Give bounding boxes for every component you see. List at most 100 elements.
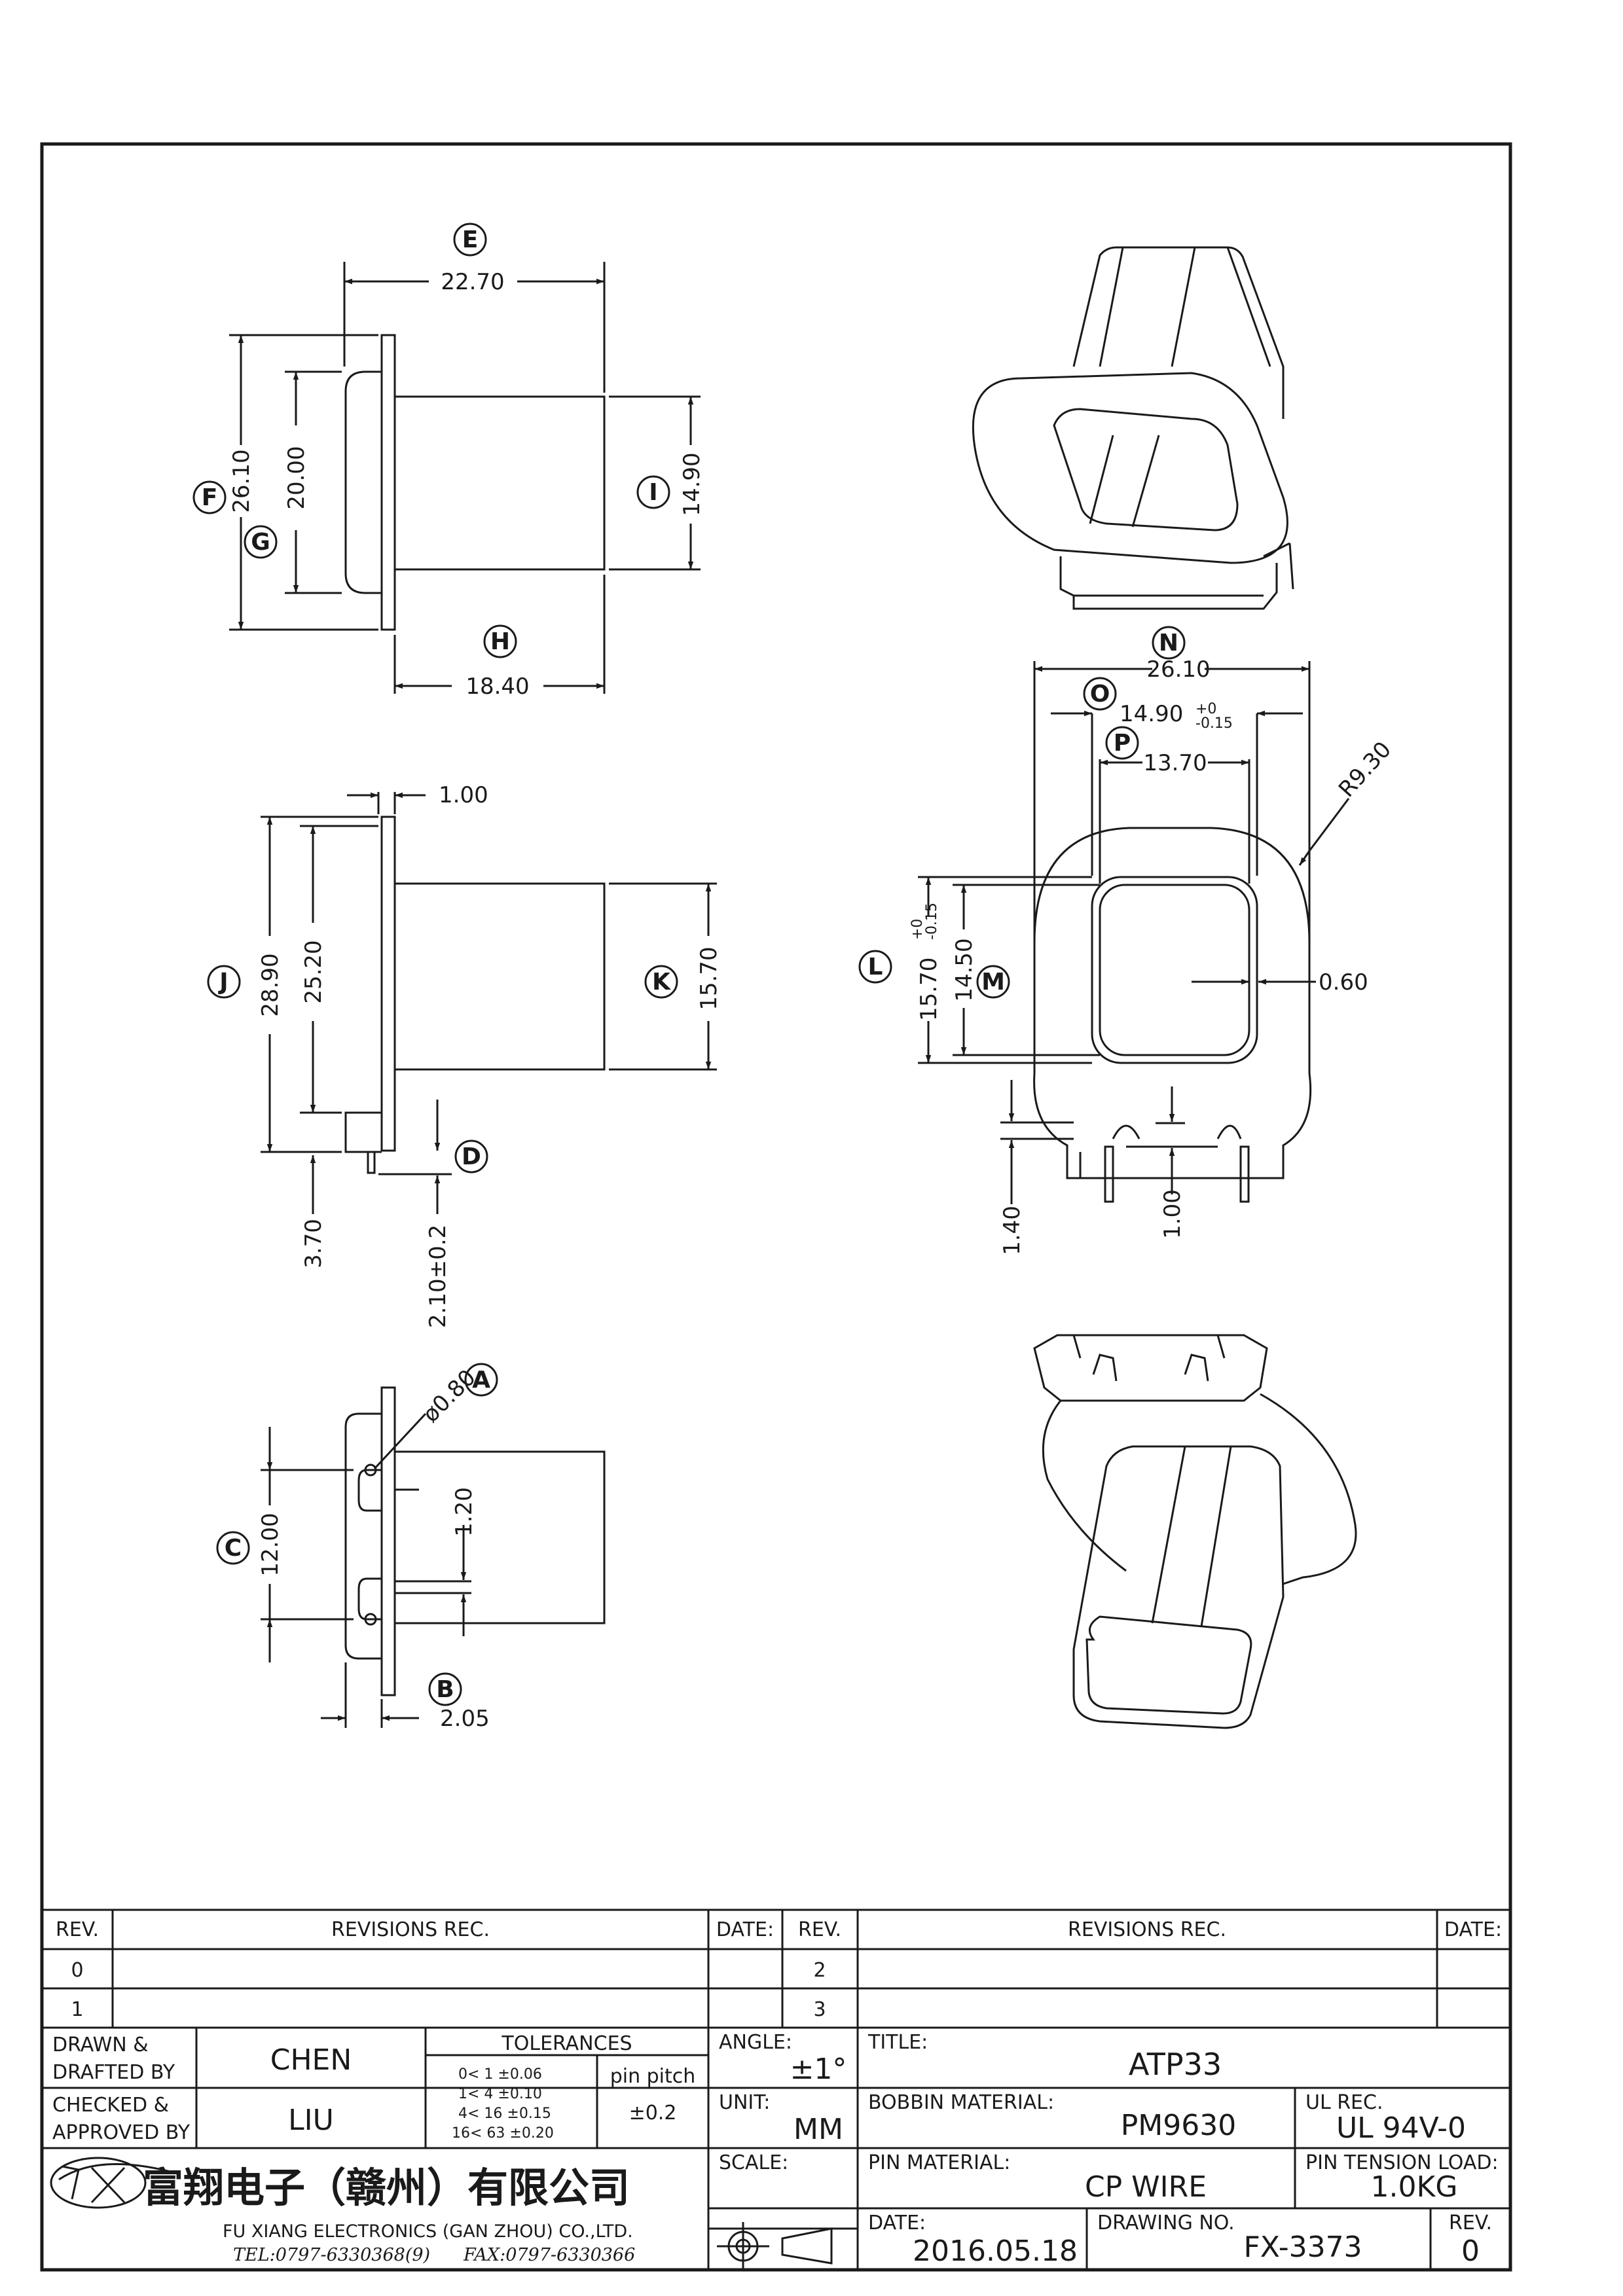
dim-wall: 0.60 [1319,969,1368,996]
pin-tension-value: 1.0KG [1371,2170,1458,2204]
tolerance-row-4: 16< 63 ±0.20 [452,2125,554,2142]
projection-symbol [717,2222,833,2270]
dim-o-tol-minus: -0.15 [1195,715,1233,732]
title-block-grid [42,1909,1510,2270]
callout-p: P [1114,730,1131,757]
dim-j-inner: 25.20 [301,940,327,1003]
pin-tension-label: PIN TENSION LOAD: [1305,2151,1499,2174]
front-view [918,661,1350,1204]
date-value: 2016.05.18 [913,2234,1078,2268]
rev-row-2: 2 [813,1959,826,1982]
dim-o: 14.90 [1120,701,1183,727]
callout-f: F [202,484,218,511]
dim-l: 15.70 [916,958,942,1021]
title-value: ATP33 [1129,2047,1222,2082]
callout-k: K [652,969,671,996]
date-header-left: DATE: [716,1918,774,1941]
dim-f: 26.10 [228,449,255,512]
drawn-label-1: DRAWN & [52,2034,149,2056]
callout-letters: E F G I H J K D A B C N O P L M [202,226,1178,1703]
callout-a: A [472,1367,490,1393]
revisions-header-left: REVISIONS REC. [331,1918,490,1941]
dim-n: 26.10 [1146,656,1210,683]
company-fax: FAX:0797-6330366 [463,2245,635,2265]
callout-g: G [251,529,270,556]
checked-label-2: APPROVED BY [52,2121,191,2144]
dim-h: 18.40 [465,673,529,700]
side-view-middle [261,792,717,1214]
sheet-border [40,142,1512,2272]
rev-row-3: 3 [813,1998,826,2021]
dim-l-tol-minus: -0.15 [924,903,940,940]
tolerance-row-3: 4< 16 ±0.15 [458,2106,551,2122]
callout-n: N [1159,630,1178,656]
callout-c: C [225,1535,242,1562]
company-name-cn: 富翔电子（赣州）有限公司 [143,2164,630,2212]
dim-foot: 1.40 [999,1206,1025,1255]
rev-row-1: 1 [71,1998,83,2021]
dim-l-tol-plus: +0 [909,919,926,940]
dim-pin-len: 3.70 [301,1219,327,1268]
dim-j: 28.90 [257,953,283,1016]
unit-label: UNIT: [719,2091,770,2114]
dim-g: 20.00 [283,446,310,509]
pin-pitch-value: ±0.2 [629,2102,677,2125]
rev-header-right: REV. [798,1918,841,1941]
dim-i: 14.90 [679,452,705,516]
ul-label: UL REC. [1305,2091,1383,2114]
drawing-no-label: DRAWING NO. [1097,2212,1235,2234]
callout-b: B [436,1676,454,1703]
drawn-value: CHEN [270,2043,352,2077]
dim-o-tol-plus: +0 [1195,701,1216,717]
dim-b: 2.05 [440,1706,490,1732]
checked-label-1: CHECKED & [52,2094,169,2117]
callout-m: M [981,969,1005,996]
dimension-values: 22.70 26.10 20.00 14.90 18.40 1.00 28.90… [228,269,1396,1732]
scale-label: SCALE: [719,2151,788,2174]
checked-value: LIU [288,2104,334,2137]
tolerances-title: TOLERANCES [501,2032,632,2055]
dim-c: 12.00 [257,1513,283,1576]
side-view-bottom [261,1386,606,1728]
pin-material-label: PIN MATERIAL: [868,2151,1010,2174]
drawing-no-value: FX-3373 [1243,2231,1362,2264]
callout-o: O [1090,681,1110,708]
revisions-header-right: REVISIONS REC. [1068,1918,1226,1941]
callout-e: E [462,226,479,253]
iso-view-top [972,246,1294,610]
callout-circles [192,223,1186,1706]
dim-a: ø0.80 [418,1365,481,1428]
company-logo [50,2157,171,2209]
bobbin-value: PM9630 [1121,2109,1236,2142]
pin-pitch-label: pin pitch [610,2065,696,2088]
dim-step: 1.00 [1159,1189,1186,1239]
company-tel: TEL:0797-6330368(9) [233,2245,430,2265]
tolerance-row-1: 0< 1 ±0.06 [458,2066,542,2083]
dim-flange: 1.00 [439,782,488,808]
drawn-label-2: DRAFTED BY [52,2061,175,2084]
callout-j: J [217,969,228,996]
callout-l: L [868,954,883,980]
dim-d: 2.10±0.2 [425,1225,451,1328]
title-block-text: REV. REVISIONS REC. DATE: REV. REVISIONS… [52,1918,1502,2268]
angle-label: ANGLE: [719,2031,792,2054]
rev-label: REV. [1449,2212,1492,2234]
callout-d: D [462,1143,481,1170]
rev-value: 0 [1461,2234,1480,2268]
dim-e: 22.70 [441,269,504,295]
date-header-right: DATE: [1444,1918,1502,1941]
callout-h: H [490,628,510,655]
dim-k: 15.70 [696,946,722,1010]
title-label: TITLE: [867,2031,928,2054]
dim-m: 14.50 [951,938,977,1001]
company-name-en: FU XIANG ELECTRONICS (GAN ZHOU) CO.,LTD. [223,2221,633,2242]
rev-row-0: 0 [71,1959,83,1982]
unit-value: MM [793,2113,843,2146]
dim-c-inner: 1.20 [451,1487,477,1537]
tolerance-row-2: 1< 4 ±0.10 [458,2086,542,2102]
callout-i: I [649,479,657,506]
date-label: DATE: [868,2212,926,2234]
ul-value: UL 94V-0 [1336,2111,1466,2145]
side-view-top [229,262,701,694]
